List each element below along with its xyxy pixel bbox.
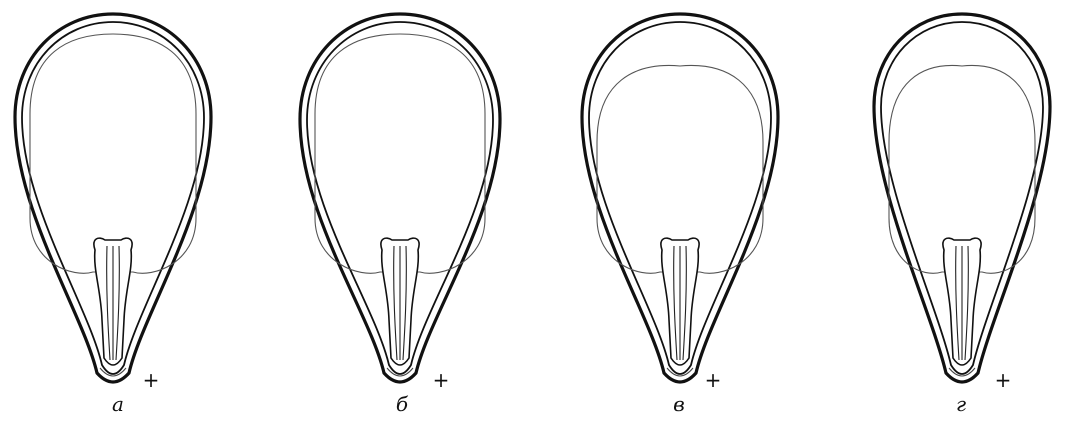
caption-a: а xyxy=(112,392,124,416)
caption-v: в xyxy=(673,392,685,416)
seed-panel-b xyxy=(300,14,500,382)
caption-g: г xyxy=(956,392,966,416)
panels-layer xyxy=(15,14,1050,382)
plus-marker-b: + xyxy=(433,368,450,392)
seed-panel-a xyxy=(15,14,211,382)
plus-marker-v: + xyxy=(705,368,722,392)
plus-marker-g: + xyxy=(995,368,1012,392)
plus-marker-a: + xyxy=(143,368,160,392)
endosperm-region xyxy=(30,34,196,273)
seed-panel-g xyxy=(874,14,1050,382)
caption-b: б xyxy=(396,392,409,416)
seed-panel-v xyxy=(582,14,778,382)
endosperm-region xyxy=(315,34,485,273)
